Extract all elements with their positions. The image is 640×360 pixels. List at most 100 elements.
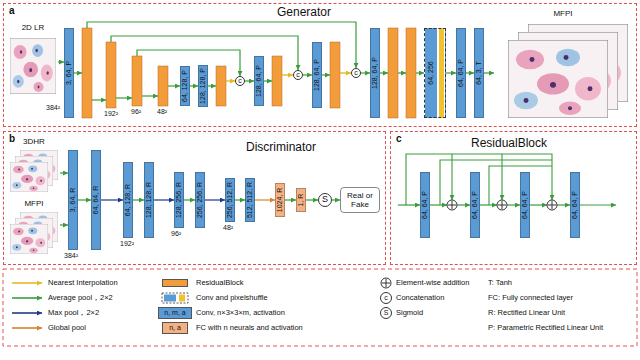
- node-text: 64, 64, P: [421, 191, 429, 219]
- size-label: 384²: [46, 104, 60, 111]
- node-text: c: [296, 71, 300, 78]
- addition-symbol: [448, 201, 456, 209]
- size-label: 48²: [157, 108, 167, 115]
- layer-bar: 64, 64, P: [470, 172, 480, 238]
- node-text: 64, 128, P: [181, 70, 189, 102]
- legend-arrow: [12, 327, 42, 329]
- flow-connector: [484, 72, 494, 73]
- legend-text: ResidualBlock: [196, 279, 244, 287]
- abbreviation-note: R: Rectified Linear Unit: [488, 309, 565, 317]
- flow-arrow: [457, 204, 470, 205]
- residual-block: [406, 28, 416, 118]
- image-stack: MFPI: [494, 10, 632, 122]
- flow-arrow: [398, 72, 406, 73]
- node-text: 64, 3, T: [475, 61, 483, 85]
- layer-bar: 128, 128, R: [144, 162, 154, 238]
- interp-arrow: [282, 74, 293, 75]
- flow-arrow: [168, 85, 180, 86]
- symbol-label: S: [384, 309, 389, 316]
- layer-bar: 64, 128, R: [123, 162, 133, 238]
- flow-connector: [101, 199, 123, 200]
- flow-connector: [78, 199, 91, 200]
- pixelshuffle-sample: [162, 293, 188, 303]
- flow-arrow: [530, 204, 547, 205]
- legend-text: Concatenation: [396, 294, 444, 302]
- residual-block: [82, 28, 92, 118]
- addition-symbol: [548, 201, 556, 209]
- flow-arrow: [580, 204, 616, 205]
- flow-connector: [285, 199, 296, 200]
- layer-bar: 128, 64, P: [370, 28, 380, 118]
- node-text: 512, 512, R: [246, 182, 254, 218]
- legend-text: Sigmoid: [396, 309, 423, 317]
- layer-bar: 64, 64, P: [456, 28, 466, 118]
- panel-title: Generator: [277, 6, 331, 18]
- flow-arrow: [264, 80, 272, 81]
- legend-arrow: [12, 297, 42, 299]
- residual-block: [106, 42, 116, 108]
- abbreviation-note: FC: Fully connected layer: [488, 294, 573, 302]
- image-stack: 3DHR: [8, 138, 60, 196]
- panel-title: ResidualBlock: [471, 137, 547, 149]
- layer-bar: 128, 128, P: [198, 65, 208, 107]
- node-text: 128, 128, R: [145, 182, 153, 218]
- flow-arrow: [557, 204, 570, 205]
- flow-connector: [154, 199, 174, 200]
- addition-symbol: [498, 201, 506, 209]
- avgpool-arrow: [92, 99, 106, 100]
- addition-symbol: [547, 200, 557, 210]
- node-text: 128, 256, R: [175, 182, 183, 218]
- legend-arrow: [12, 282, 42, 284]
- layer-bar: 512, 512, R: [245, 178, 255, 222]
- flow-connector: [361, 72, 370, 73]
- node-text: 256, 512, R: [226, 182, 234, 218]
- flow-connector: [306, 199, 318, 200]
- layer-bar: 128, 256, R: [174, 172, 184, 228]
- panel-title: Discriminator: [246, 141, 316, 153]
- layer-bar: 1024, R: [275, 183, 285, 217]
- addition-symbol: [381, 278, 391, 288]
- layer-bar: 64, 128, P: [180, 66, 190, 106]
- legend-text: Element-wise addition: [396, 279, 469, 287]
- flow-connector: [60, 172, 68, 173]
- node-text: 2D LR: [8, 24, 58, 32]
- cytology-image: [508, 40, 608, 118]
- residual-block: [330, 42, 340, 108]
- node-text: MFPI: [8, 200, 60, 208]
- layer-bar: 64, 64, P: [420, 172, 430, 238]
- flow-arrow: [380, 72, 388, 73]
- operator-circle: S: [318, 193, 332, 207]
- flow-arrow: [398, 204, 420, 205]
- legend-text: Conv and pixelshuffle: [196, 294, 268, 302]
- operator-circle: c: [293, 70, 303, 80]
- avgpool-arrow: [116, 97, 132, 98]
- pixelshuffle-box: 64, 256: [424, 28, 446, 118]
- residual-block: [216, 66, 226, 106]
- panel-letter: c: [396, 134, 402, 144]
- flow-connector: [133, 199, 144, 200]
- flow-connector: [190, 85, 198, 86]
- residual-block: [132, 56, 142, 106]
- node-text: MFPI: [494, 10, 632, 18]
- node-text: 3DHR: [8, 138, 60, 146]
- node-text: 3, 64, P: [65, 61, 73, 85]
- layer-bar: 64, 3, T: [474, 28, 484, 118]
- layer-bar: 64, 64, R: [91, 150, 101, 250]
- flow-connector: [60, 224, 68, 225]
- abbreviation-note: P: Parametric Rectified Linear Unit: [488, 324, 603, 332]
- flow-connector: [205, 199, 225, 200]
- node-text: 128, 64, P: [255, 65, 263, 97]
- addition-symbol: [447, 200, 457, 210]
- node-text: 64, 64, P: [457, 59, 465, 87]
- cytology-image: [10, 224, 48, 254]
- sample-label: n, a: [169, 324, 181, 331]
- residual-block: [388, 28, 398, 118]
- legend-text: Max pool，2×2: [48, 309, 99, 317]
- cytology-image: [10, 162, 48, 192]
- flow-connector: [303, 74, 312, 75]
- legend-swatch: [162, 279, 188, 287]
- pixelshuffle-sample: [179, 295, 185, 302]
- size-label: 96²: [131, 108, 141, 115]
- layer-bar: 128, 64, P: [254, 56, 264, 106]
